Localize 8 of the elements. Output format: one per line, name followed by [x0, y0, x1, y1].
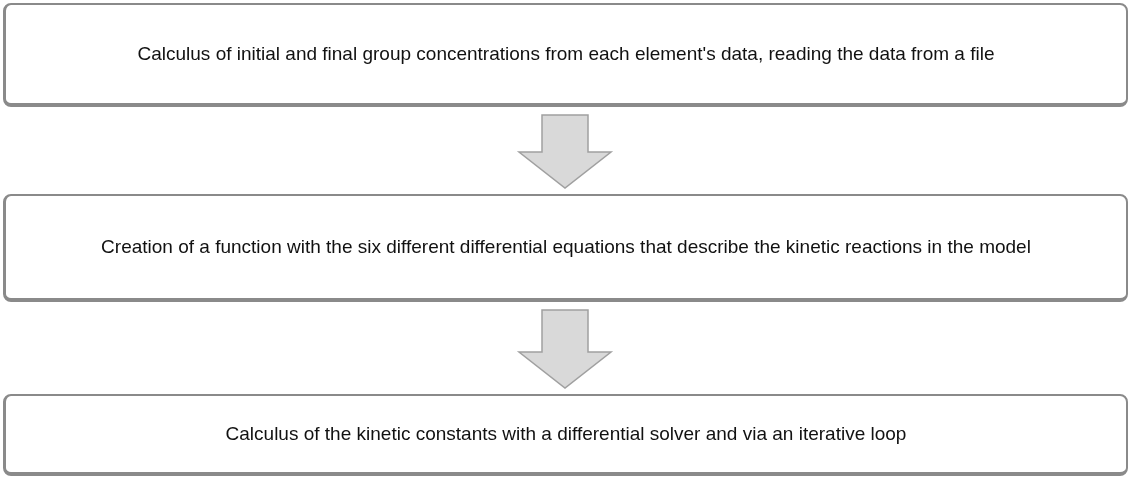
step-text: Creation of a function with the six different differential equations that describe the kinetic reactions in the model [100, 235, 1032, 259]
process-box [3, 194, 1128, 302]
block-arrow [516, 309, 614, 389]
block-arrow [516, 114, 614, 189]
process-box [3, 3, 1128, 107]
step-text: Calculus of initial and final group concentrations from each element's data, reading the data from a file [136, 42, 996, 66]
step-text: Calculus of the kinetic constants with a differential solver and via an iterative loop [224, 422, 908, 446]
process-box [3, 394, 1128, 476]
